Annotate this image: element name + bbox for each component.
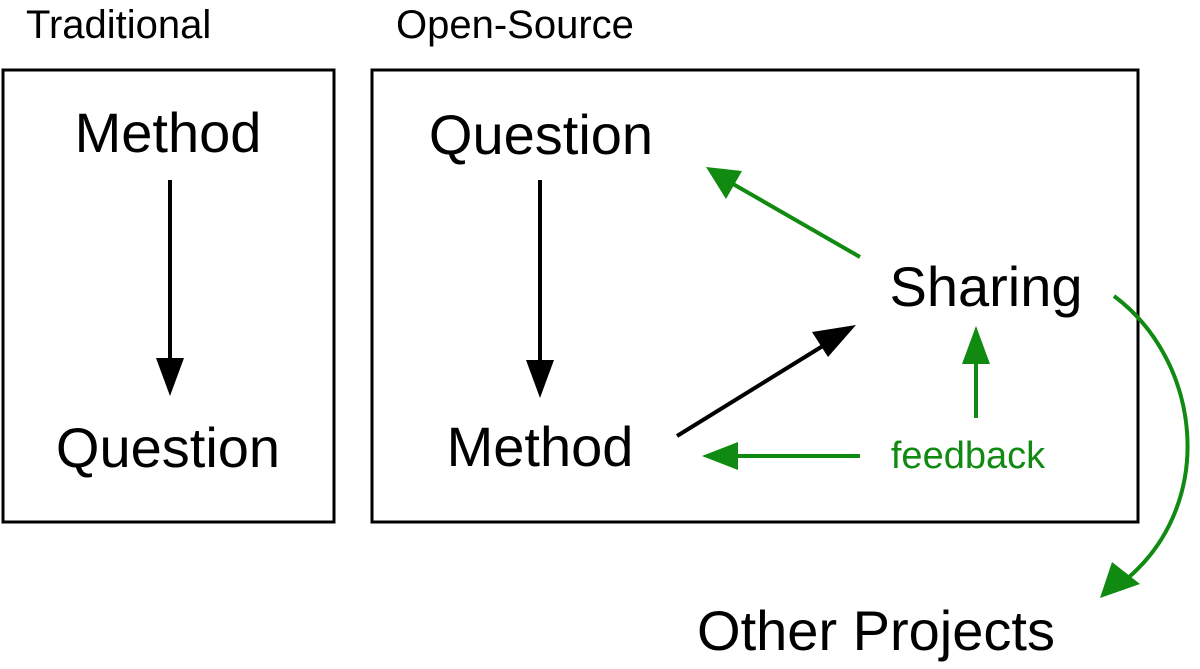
traditional-box (1, 68, 336, 524)
sharing-to-question-arrow-head (706, 167, 742, 199)
open-source-title: Open-Source (396, 3, 634, 47)
open-source-question-label: Question (429, 103, 653, 166)
open-source-sharing-label: Sharing (889, 255, 1082, 318)
traditional-question-label: Question (56, 416, 280, 479)
method-to-sharing-arrow-head (812, 325, 856, 357)
traditional-title: Traditional (26, 3, 211, 47)
feedback-to-sharing-arrow-head (962, 326, 990, 364)
open-source-box (370, 68, 1140, 524)
traditional-down-arrow-head (156, 358, 184, 396)
open-source-method-label: Method (447, 415, 634, 478)
traditional-method-label: Method (75, 101, 262, 164)
sharing-to-other-projects-curve (1112, 294, 1190, 580)
question-to-method-arrow-head (526, 360, 554, 398)
feedback-label: feedback (891, 435, 1046, 477)
method-to-sharing-arrow-shaft (675, 342, 828, 438)
sharing-to-question-arrow-shaft (732, 182, 861, 259)
feedback-to-method-arrow-head (702, 442, 738, 470)
other-projects-label: Other Projects (697, 599, 1055, 662)
sharing-to-other-projects-arrow-head (1100, 562, 1140, 598)
